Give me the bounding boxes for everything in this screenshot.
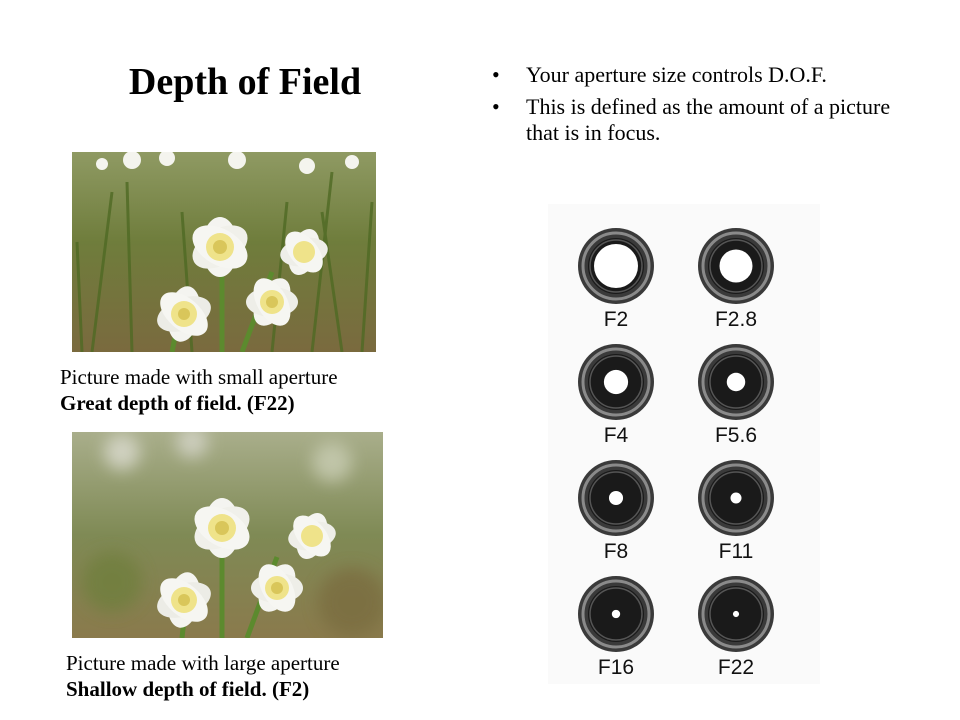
bullet-list: Your aperture size controls D.O.F. This … [492, 62, 892, 152]
aperture-opening [732, 610, 740, 618]
caption-emphasis: Great depth of field. (F22) [60, 391, 295, 415]
fstop-label: F4 [603, 424, 629, 447]
bullet-item: This is defined as the amount of a pictu… [492, 94, 892, 146]
bullet-item: Your aperture size controls D.O.F. [492, 62, 892, 88]
fstop-label: F5.6 [714, 424, 758, 447]
lens-icon [578, 460, 654, 536]
aperture-opening [719, 249, 753, 283]
aperture-opening [611, 609, 621, 619]
fstop-label: F11 [718, 540, 754, 563]
daffodil-photo-sharp [72, 152, 376, 352]
caption-small-aperture: Picture made with small aperture Great d… [60, 364, 338, 416]
lens-icon [698, 460, 774, 536]
aperture-cell: F5.6 [676, 342, 796, 460]
aperture-cell: F22 [676, 574, 796, 692]
lens-icon [698, 228, 774, 304]
slide-title: Depth of Field [128, 61, 362, 103]
aperture-opening [608, 490, 624, 506]
fstop-label: F22 [717, 656, 755, 679]
lens-icon [578, 576, 654, 652]
aperture-cell: F8 [556, 458, 676, 576]
caption-line: Picture made with large aperture [66, 651, 340, 675]
caption-line: Picture made with small aperture [60, 365, 338, 389]
aperture-opening [603, 369, 629, 395]
aperture-cell: F16 [556, 574, 676, 692]
caption-large-aperture: Picture made with large aperture Shallow… [66, 650, 340, 702]
lens-icon [698, 344, 774, 420]
fstop-label: F16 [597, 656, 635, 679]
lens-icon [578, 228, 654, 304]
fstop-label: F2 [603, 308, 629, 331]
aperture-cell: F11 [676, 458, 796, 576]
aperture-opening [730, 492, 742, 504]
caption-emphasis: Shallow depth of field. (F2) [66, 677, 310, 701]
aperture-cell: F4 [556, 342, 676, 460]
fstop-label: F8 [603, 540, 629, 563]
fstop-label: F2.8 [714, 308, 758, 331]
aperture-cell: F2.8 [676, 226, 796, 344]
daffodil-photo-shallow [72, 432, 383, 638]
lens-icon [698, 576, 774, 652]
aperture-opening [726, 372, 746, 392]
aperture-opening [594, 244, 638, 288]
aperture-cell: F2 [556, 226, 676, 344]
lens-icon [578, 344, 654, 420]
